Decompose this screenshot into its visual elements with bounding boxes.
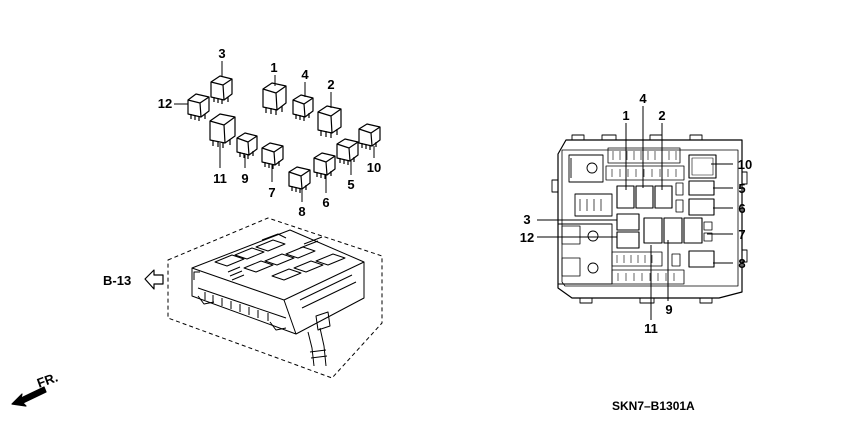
label-relay-1: 1 — [270, 60, 277, 75]
front-arrow-icon — [11, 386, 47, 407]
label-relay-7: 7 — [268, 185, 275, 200]
fuse-label-8: 8 — [738, 256, 745, 271]
label-relay-12: 12 — [158, 96, 172, 111]
fuse-label-1: 1 — [622, 108, 629, 123]
relay-leader-lines — [174, 61, 375, 202]
relay-7 — [261, 142, 284, 169]
relay-8 — [288, 166, 311, 193]
label-relay-8: 8 — [298, 204, 305, 219]
label-relay-5: 5 — [347, 177, 354, 192]
label-relay-9: 9 — [241, 171, 248, 186]
fuse-label-4: 4 — [639, 91, 647, 106]
fuse-box-labels: 1 4 2 3 12 10 5 6 7 8 9 11 — [520, 91, 752, 336]
fuse-label-3: 3 — [523, 212, 530, 227]
relay-1 — [262, 82, 287, 115]
reference-arrow-icon — [144, 269, 164, 290]
fuse-label-2: 2 — [658, 108, 665, 123]
front-label: FR. — [35, 369, 60, 390]
fuse-label-9: 9 — [665, 302, 672, 317]
relay-5 — [336, 138, 359, 165]
fuse-box — [551, 134, 748, 304]
relay-4 — [292, 94, 314, 121]
relay-11 — [209, 113, 236, 148]
part-code: SKN7–B1301A — [612, 399, 695, 413]
relay-12 — [187, 93, 210, 121]
fuse-label-10: 10 — [738, 157, 752, 172]
junction-box-assembly — [191, 229, 365, 367]
relay-10 — [358, 123, 381, 150]
fuse-box-leader-lines — [537, 106, 733, 320]
fuse-label-12: 12 — [520, 230, 534, 245]
reference-label: B-13 — [103, 273, 131, 288]
label-relay-10: 10 — [367, 160, 381, 175]
relay-9 — [236, 132, 258, 159]
fuse-label-7: 7 — [738, 227, 745, 242]
relay-labels: 3 12 1 4 2 11 9 7 8 6 5 10 — [158, 46, 381, 219]
label-relay-11: 11 — [213, 171, 227, 186]
relay-2 — [317, 105, 342, 138]
label-relay-6: 6 — [322, 195, 329, 210]
label-relay-2: 2 — [327, 77, 334, 92]
relay-3 — [210, 75, 233, 104]
label-relay-3: 3 — [218, 46, 225, 61]
fuse-label-6: 6 — [738, 201, 745, 216]
dashed-callout-outline — [167, 217, 383, 379]
relay-6 — [313, 152, 336, 179]
label-relay-4: 4 — [301, 67, 309, 82]
fuse-label-11: 11 — [644, 321, 658, 336]
fuse-label-5: 5 — [738, 181, 745, 196]
